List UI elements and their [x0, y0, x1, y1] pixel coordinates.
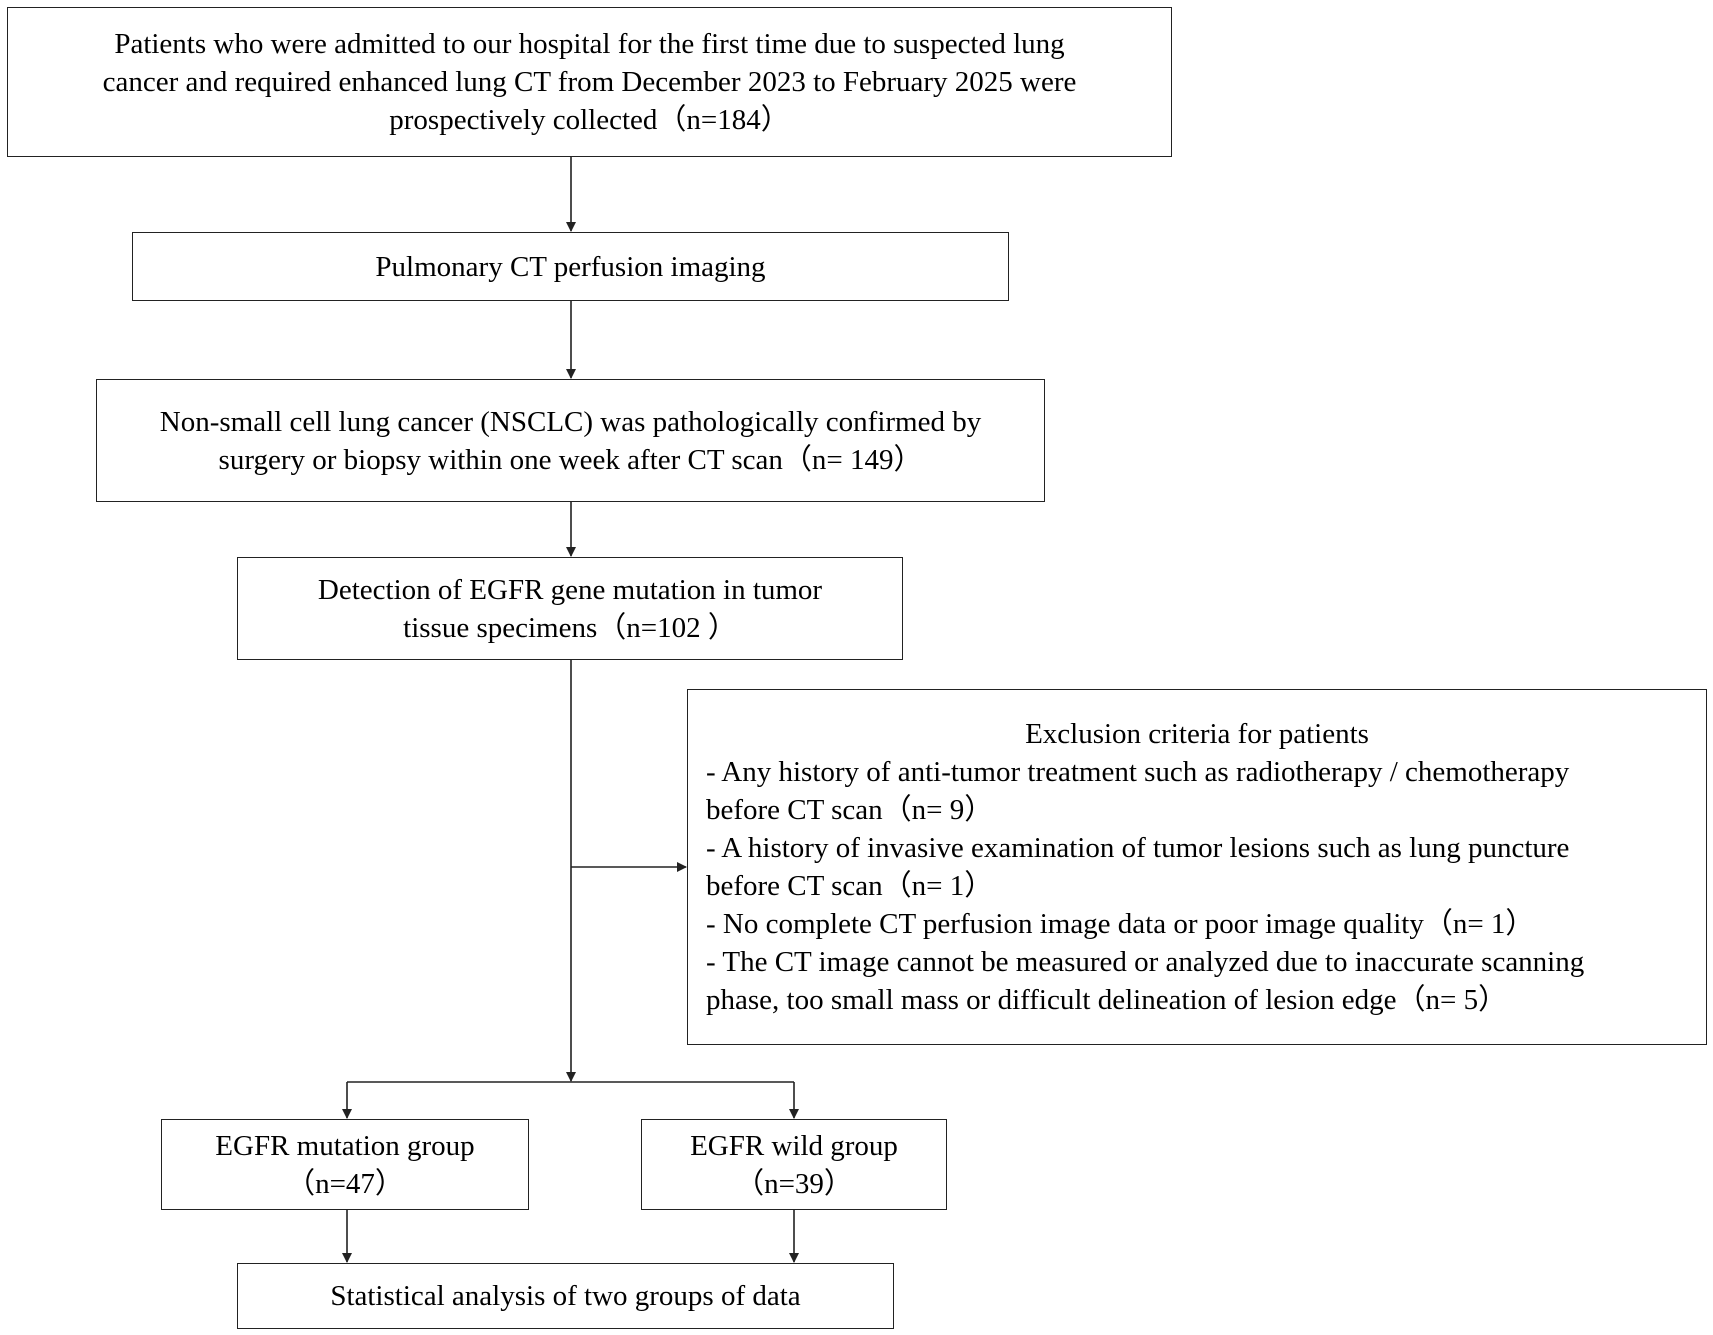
node-text-line: Non-small cell lung cancer (NSCLC) was p…: [159, 405, 982, 438]
exclusion-line: before CT scan（n= 1）: [706, 870, 994, 902]
node-ct-perfusion: Pulmonary CT perfusion imaging: [132, 232, 1009, 301]
node-text-line: surgery or biopsy within one week after …: [218, 443, 923, 476]
node-egfr-wild-group: EGFR wild group （n=39）: [641, 1119, 947, 1210]
node-statistical-analysis: Statistical analysis of two groups of da…: [237, 1263, 894, 1329]
node-text-line: （n=39）: [735, 1167, 853, 1200]
node-text-line: （n=47）: [286, 1167, 404, 1200]
exclusion-line: before CT scan（n= 9）: [706, 794, 994, 826]
node-text-line: Pulmonary CT perfusion imaging: [375, 250, 766, 283]
exclusion-line: - A history of invasive examination of t…: [706, 832, 1570, 864]
node-text-line: cancer and required enhanced lung CT fro…: [102, 66, 1077, 98]
exclusion-line: - No complete CT perfusion image data or…: [706, 908, 1535, 940]
node-text-line: Statistical analysis of two groups of da…: [330, 1280, 801, 1312]
node-text-line: tissue specimens（n=102 ）: [403, 611, 737, 644]
node-egfr-detection: Detection of EGFR gene mutation in tumor…: [237, 557, 903, 660]
exclusion-line: phase, too small mass or difficult delin…: [706, 984, 1508, 1016]
exclusion-title: Exclusion criteria for patients: [1025, 718, 1369, 750]
node-text-line: Detection of EGFR gene mutation in tumor: [317, 573, 823, 606]
node-text-line: EGFR wild group: [690, 1129, 898, 1162]
exclusion-line: - The CT image cannot be measured or ana…: [706, 946, 1585, 978]
node-text-line: Patients who were admitted to our hospit…: [114, 28, 1065, 60]
exclusion-line: - Any history of anti-tumor treatment su…: [706, 756, 1570, 788]
node-patients-collected: Patients who were admitted to our hospit…: [7, 7, 1172, 157]
node-exclusion-criteria: Exclusion criteria for patients - Any hi…: [687, 689, 1707, 1045]
node-nsclc-confirmed: Non-small cell lung cancer (NSCLC) was p…: [96, 379, 1045, 502]
node-text-line: EGFR mutation group: [215, 1129, 475, 1162]
node-egfr-mutation-group: EGFR mutation group （n=47）: [161, 1119, 529, 1210]
node-text-line: prospectively collected（n=184）: [389, 104, 790, 136]
